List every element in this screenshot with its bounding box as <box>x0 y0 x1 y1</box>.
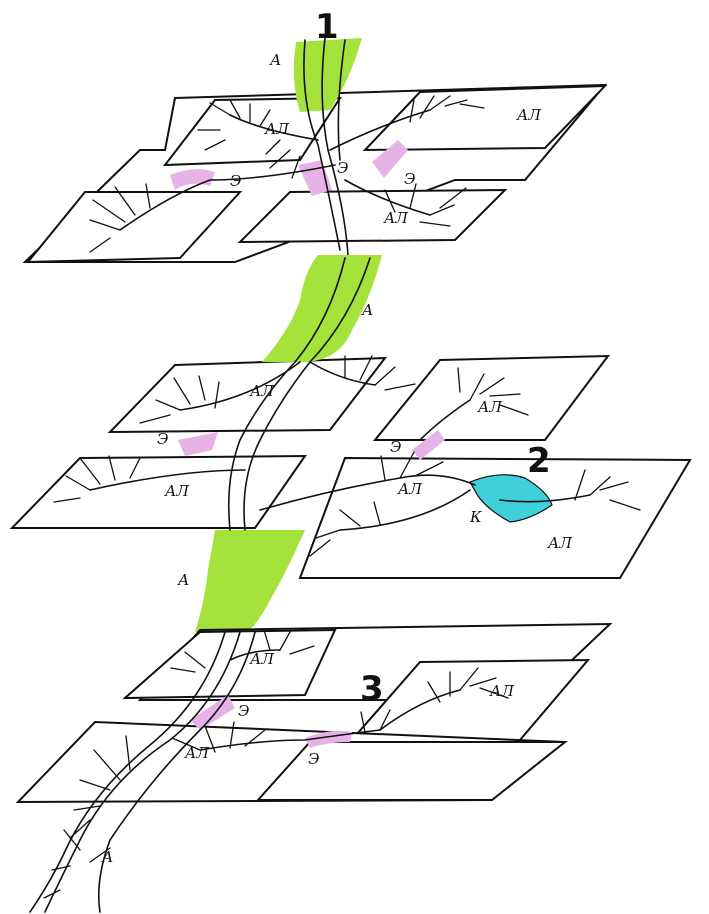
label-arteriole-8: АЛ <box>547 534 572 552</box>
bottom-level <box>18 624 610 912</box>
label-artery-lower: А <box>177 571 189 589</box>
label-efferent-1: Э <box>230 172 241 190</box>
label-arteriole-5: АЛ <box>477 398 502 416</box>
label-arteriole-9: АЛ <box>249 650 274 668</box>
bot-plate-lower-right <box>258 742 565 800</box>
label-efferent-3: Э <box>404 170 415 188</box>
label-arteriole-10: АЛ <box>489 682 514 700</box>
label-efferent-5: Э <box>390 438 401 456</box>
label-efferent-6: Э <box>238 702 249 720</box>
bot-plate-left-upper <box>125 630 335 698</box>
label-arteriole-2: АЛ <box>516 106 541 124</box>
label-capillary: К <box>469 508 482 526</box>
label-efferent-2: Э <box>337 159 348 177</box>
label-efferent-4: Э <box>157 430 168 448</box>
label-artery-bottom: А <box>101 848 113 866</box>
top-level <box>25 38 605 262</box>
marker-2: 2 <box>527 441 551 481</box>
marker-1: 1 <box>315 7 339 47</box>
mid-efferent-left <box>178 432 218 456</box>
middle-level <box>12 255 690 632</box>
label-arteriole-6: АЛ <box>164 482 189 500</box>
label-arteriole-4: АЛ <box>249 382 274 400</box>
mid-artery-lower <box>195 530 305 632</box>
label-arteriole-11: АЛ <box>184 744 209 762</box>
label-arteriole-1: АЛ <box>264 120 289 138</box>
marker-3: 3 <box>360 669 384 709</box>
mid-plate-left-upper <box>110 358 385 432</box>
mid-plate-left-lower <box>12 456 305 528</box>
label-arteriole-7: АЛ <box>397 480 422 498</box>
label-artery-top: А <box>269 51 281 69</box>
label-artery-mid: А <box>361 301 373 319</box>
label-efferent-7: Э <box>308 750 319 768</box>
label-arteriole-3: АЛ <box>383 209 408 227</box>
